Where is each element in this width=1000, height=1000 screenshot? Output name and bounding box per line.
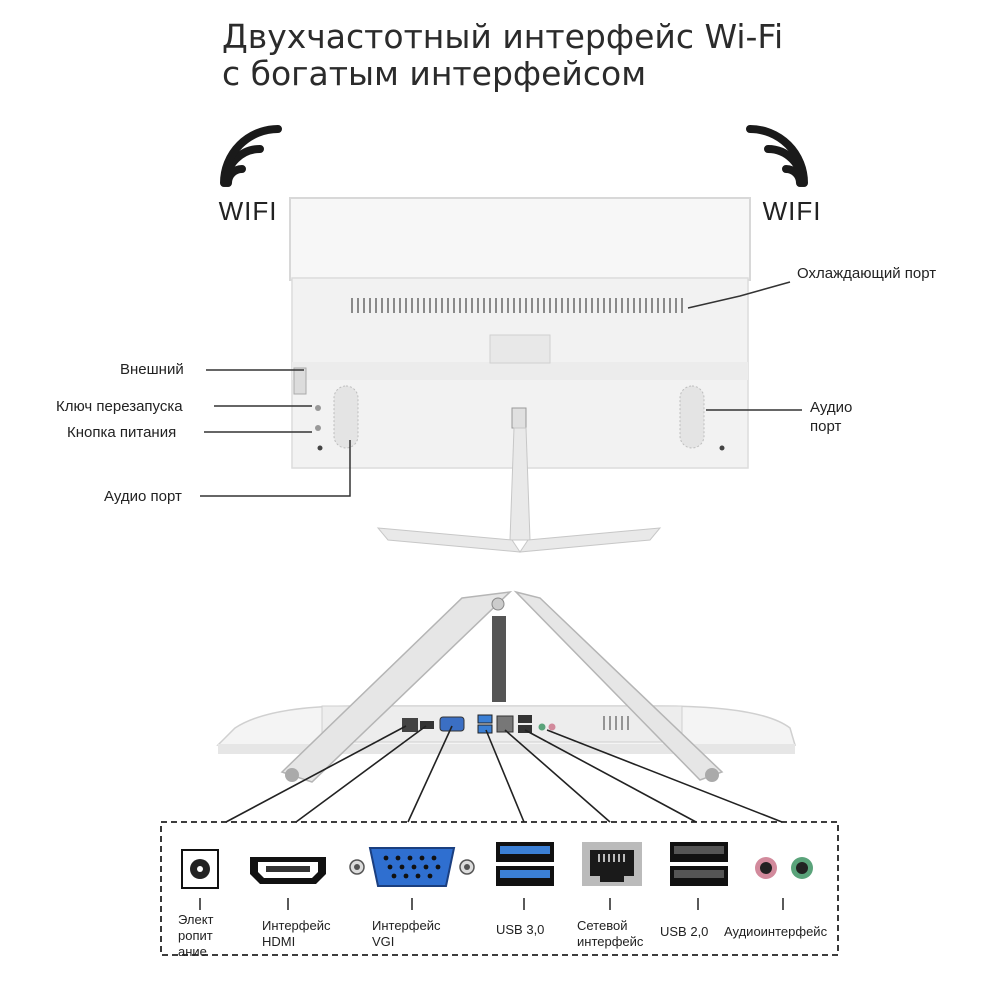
monitor-rear xyxy=(289,197,751,553)
hdmi-label: Интерфейс HDMI xyxy=(262,918,331,949)
wifi-right: WIFI xyxy=(752,196,832,227)
monitor-bottom xyxy=(216,590,797,783)
cooling-port-label: Охлаждающий порт xyxy=(797,265,937,282)
external-label: Внешний xyxy=(120,361,184,378)
power-button-label: Кнопка питания xyxy=(67,424,177,441)
audio-port-right-label: Аудио порт xyxy=(810,399,853,435)
audio-interface-label: Аудиоинтерфейс xyxy=(724,924,828,939)
ethernet-port-icon xyxy=(582,842,642,886)
page-title: Двухчастотный интерфейс Wi-Fi с богатым … xyxy=(222,18,783,92)
power-label: Элект ропит ание xyxy=(178,912,214,959)
hdmi-port-icon xyxy=(250,857,326,884)
usb3-label: USB 3,0 xyxy=(496,922,545,937)
audio-jack-icon xyxy=(755,857,813,879)
wifi-left-label: WIFI xyxy=(218,196,278,226)
speaker-grille-left xyxy=(333,385,359,449)
title-line-2: с богатым интерфейсом xyxy=(222,54,647,93)
wifi-left: WIFI xyxy=(208,196,288,227)
audio-port-left-label: Аудио порт xyxy=(104,488,182,505)
wifi-right-label: WIFI xyxy=(762,196,822,226)
wifi-icon-right xyxy=(746,125,808,187)
ports-box xyxy=(160,821,839,956)
restart-key-label: Ключ перезапуска xyxy=(56,398,183,415)
usb2-port-icon xyxy=(670,842,728,886)
wifi-icon-left xyxy=(220,125,282,187)
ethernet-label: Сетевой интерфейс xyxy=(577,918,644,949)
cooling-vents xyxy=(351,298,683,313)
title-line-1: Двухчастотный интерфейс Wi-Fi xyxy=(222,17,784,56)
vga-port-icon xyxy=(349,847,475,887)
speaker-grille-right xyxy=(679,385,705,449)
usb2-label: USB 2,0 xyxy=(660,924,709,939)
usb3-port-icon xyxy=(496,842,554,886)
power-jack-icon xyxy=(181,849,219,889)
vga-label: Интерфейс VGI xyxy=(372,918,441,949)
